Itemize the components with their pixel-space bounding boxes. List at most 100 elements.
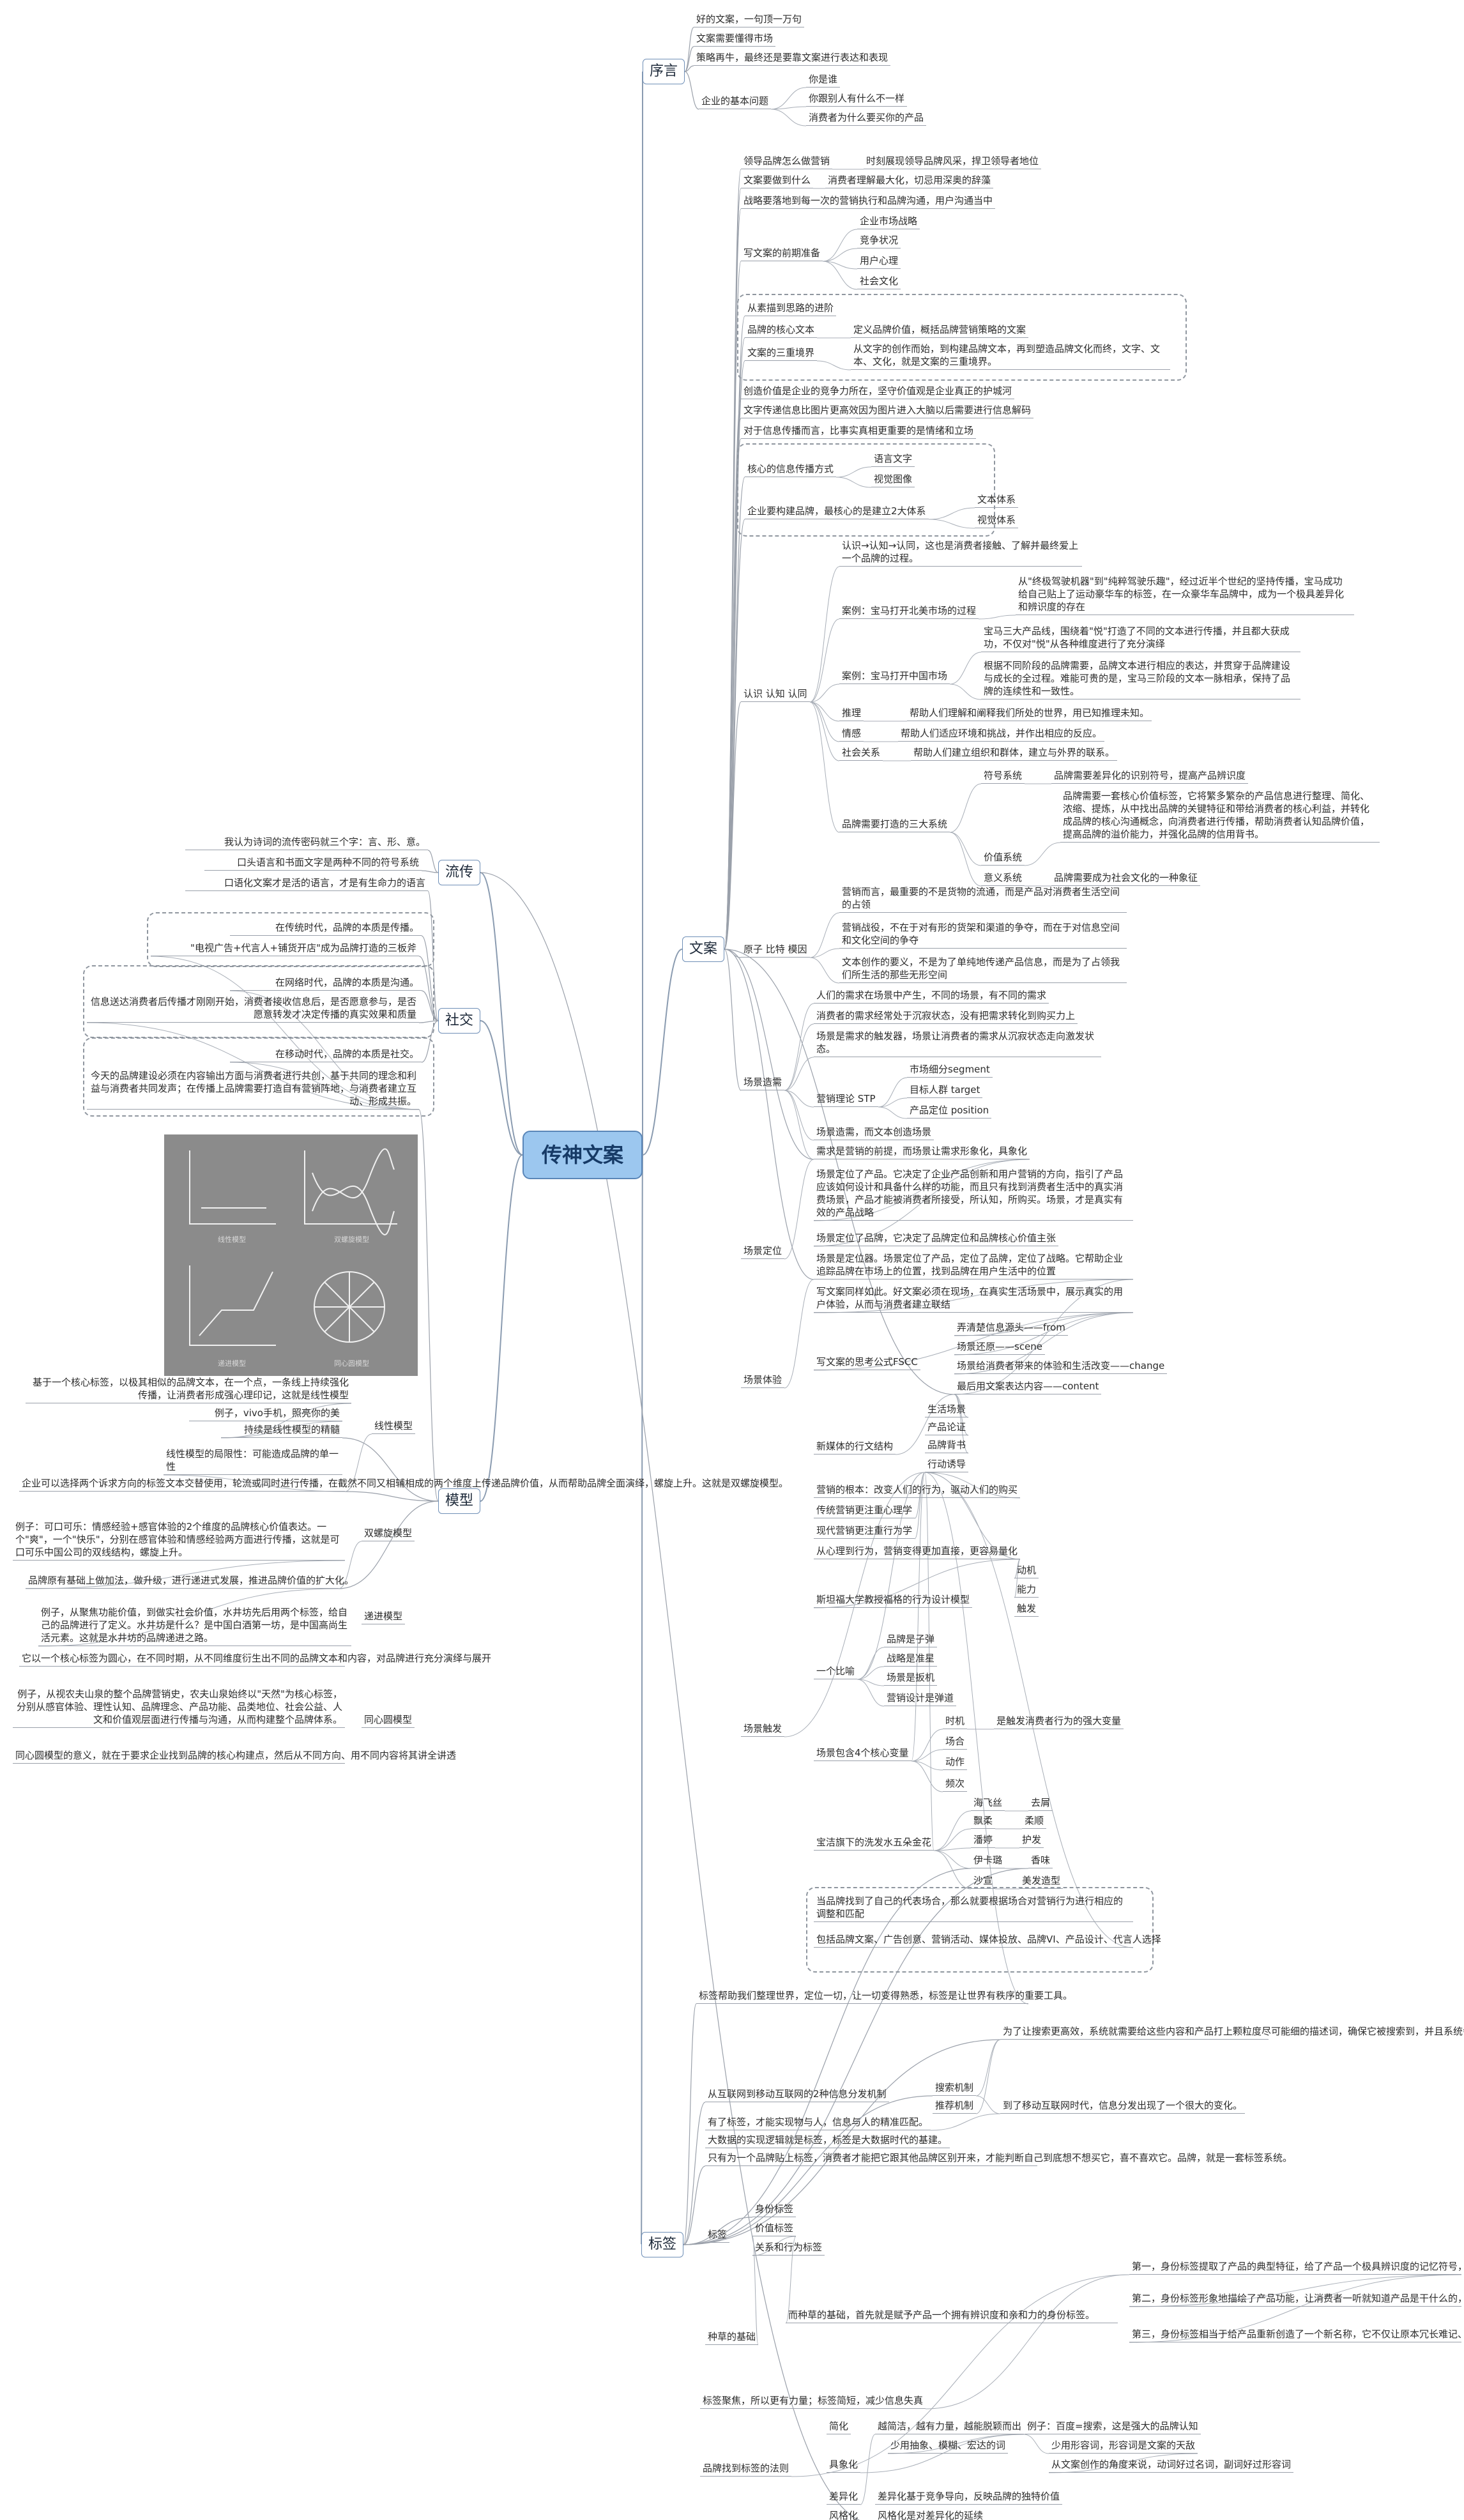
copy-three-realms-node[interactable]: 文案的三重境界	[745, 345, 818, 361]
map-node: 场景定位了产品。它决定了企业产品创新和用户营销的方向，指引了产品应该如何设计和具…	[814, 1166, 1133, 1221]
connector-line	[784, 1279, 814, 1389]
map-node: 双螺旋模型	[362, 1525, 415, 1541]
scene-demand-node[interactable]: 场景造需	[741, 1074, 785, 1090]
map-node[interactable]: 文案要做到什么	[741, 172, 814, 188]
connector-line	[38, 1588, 339, 1647]
linear-model-node[interactable]: 今天的品牌建设必须在内容输出方面与消费者进行共创，基于共同的理念和利益与消费者共…	[87, 1068, 419, 1110]
branch-liuchuan[interactable]: 流传	[438, 860, 481, 885]
map-node[interactable]: 案例：宝马打开北美市场的过程	[839, 603, 979, 619]
tag-rules-node[interactable]: 身份标签	[752, 2201, 797, 2217]
connector-line	[344, 1433, 372, 1492]
connector-line	[954, 1312, 1134, 1336]
map-node[interactable]: 场景触发	[741, 1721, 785, 1737]
map-node: 到了移动互联网时代，信息分发出现了一个很大的变化。	[1000, 2098, 1246, 2114]
map-node[interactable]: 品牌是子弹	[884, 1631, 938, 1647]
map-node: 线性模型	[372, 1418, 416, 1434]
connector-line	[421, 990, 439, 1021]
connector-line	[924, 1472, 1029, 2005]
map-node[interactable]: 案例：宝马打开中国市场	[839, 668, 950, 684]
brand-core-text-node[interactable]: 品牌的核心文本	[745, 322, 818, 338]
map-node: 价值系统	[981, 850, 1025, 866]
scene-experience-node[interactable]: 场景是定位器。场景定位了产品，定位了品牌，定位了战略。它帮助企业追踪品牌在市场上…	[814, 1251, 1133, 1279]
connector-line	[925, 2274, 1130, 2409]
scene-positioning-node[interactable]: 需求是营销的前提，而场景让需求形象化，具象化	[814, 1143, 1030, 1159]
dashed-group-frame	[806, 1887, 1154, 1973]
map-node: 简化	[827, 2418, 851, 2434]
branch-shejiao[interactable]: 社交	[438, 1008, 481, 1034]
brand-two-systems-node[interactable]: 企业要构建品牌，最核心的是建立2大体系	[745, 503, 929, 519]
map-node[interactable]: 品牌需要打造的三大系统	[839, 816, 950, 832]
map-node[interactable]: 斯坦福大学教授福格的行为设计模型	[814, 1592, 973, 1608]
double-helix-model-node[interactable]: 持续是线性模型的精髓	[221, 1422, 342, 1438]
connector-line	[835, 466, 872, 478]
connector-line	[822, 248, 858, 262]
map-node: 人们的需求在场景中产生，不同的场景，有不同的需求	[814, 988, 1049, 1004]
connector-line	[724, 949, 955, 1395]
connector-line	[784, 1003, 814, 1091]
connector-line	[683, 2102, 706, 2245]
connector-line	[163, 1474, 346, 1492]
connector-line	[683, 2039, 1001, 2245]
map-node: 时机	[943, 1713, 968, 1729]
recognition-chain-node[interactable]: 认识 认知 认同	[741, 686, 810, 702]
connector-line	[813, 1279, 1134, 1313]
branch-xuyan[interactable]: 序言	[643, 59, 685, 84]
connector-line	[724, 949, 742, 1091]
map-node: 能力	[1014, 1582, 1039, 1598]
connector-line	[933, 1810, 972, 1851]
connector-line	[427, 850, 439, 873]
enterprise-question-node[interactable]: 企业的基本问题	[699, 93, 772, 109]
map-node: 视觉体系	[975, 512, 1019, 528]
map-node[interactable]: 场景是需求的触发器，场景让消费者的需求从沉寂状态走向激发状态。	[814, 1028, 1101, 1057]
branch-biaoqian[interactable]: 标签	[641, 2232, 684, 2257]
seeding-base-node[interactable]: 推荐机制	[933, 2098, 977, 2114]
map-node: 消费者理解最大化，切忌用深奥的辞藻	[825, 172, 994, 188]
progressive-model-node[interactable]: 企业可以选择两个诉求方向的标签文本交替使用，轮流或同时进行传播，在截然不同又相辅…	[19, 1476, 788, 1492]
copy-prep-node[interactable]: 写文案的前期准备	[741, 245, 823, 261]
map-node: 创造价值是企业的竞争力所在，坚守价值观是企业真正的护城河	[741, 383, 1015, 399]
map-node[interactable]: 它以一个核心标签为圆心，在不同时期，从不同维度衍生出不同的品牌文本和内容，对品牌…	[19, 1651, 491, 1667]
map-node[interactable]: 第三，身份标签相当于给产品重新创造了一个新名称，它不仅让原本冗长难记、充斥着专业…	[1129, 2326, 1464, 2342]
scene-trigger-node[interactable]: 最后用文案表达内容——content	[954, 1378, 1102, 1394]
connector-line	[978, 615, 1016, 620]
map-node[interactable]: 品牌找到标签的法则	[700, 2461, 792, 2477]
connector-line	[878, 1106, 908, 1119]
map-node: 语言文字	[871, 451, 915, 467]
connector-line	[860, 2434, 876, 2505]
map-node: 标签	[705, 2227, 730, 2243]
concentric-model-node[interactable]: 品牌原有基础上做加法，做升级，进行递进式发展，推进品牌价值的扩大化。	[26, 1573, 354, 1589]
root-topic[interactable]: 传神文案	[522, 1131, 643, 1179]
connector-line	[684, 71, 699, 110]
connector-line	[949, 832, 982, 887]
branch-moxing[interactable]: 模型	[438, 1488, 481, 1514]
map-node[interactable]: 第一，身份标签提取了产品的典型特征，给了产品一个极具辨识度的记忆符号，让产品变得…	[1129, 2259, 1464, 2275]
map-node: 搜索机制	[933, 2080, 977, 2096]
map-node: 频次	[943, 1776, 968, 1792]
atom-bit-meme-node[interactable]: 原子 比特 模因	[741, 942, 810, 958]
map-node: 场景包含4个核心变量	[814, 1745, 911, 1761]
connector-line	[809, 701, 840, 722]
connector-line	[684, 65, 694, 72]
map-node: 领导品牌怎么做营销	[741, 153, 833, 169]
map-node: 品牌背书	[925, 1437, 969, 1453]
connector-line	[809, 566, 840, 703]
connector-line	[933, 1828, 972, 1851]
map-node: 营销设计是弹道	[884, 1690, 957, 1706]
map-node: 在传统时代，品牌的本质是传播。	[230, 920, 422, 936]
tag-node-node[interactable]: 美发造型	[1019, 1873, 1064, 1889]
connector-line	[954, 1312, 1134, 1375]
connector-line	[1129, 2274, 1462, 2307]
connector-line	[822, 261, 858, 290]
connector-line	[924, 1472, 1021, 1499]
branch-wenan[interactable]: 文案	[682, 936, 725, 962]
map-node: 递进模型	[362, 1608, 406, 1624]
map-node[interactable]: 是触发消费者行为的强大变量	[994, 1713, 1124, 1729]
map-node: 场景是扳机	[884, 1670, 938, 1686]
map-node: 用户心理	[857, 253, 901, 269]
info-spread-mode-node[interactable]: 核心的信息传播方式	[745, 461, 837, 477]
map-node: 策略再牛，最终还是要靠文案进行表达和表现	[694, 50, 891, 66]
dashed-group-frame	[737, 294, 1187, 381]
map-node: 标签帮助我们整理世界，定位一切，让一切变得熟悉，标签是让世界有秩序的重要工具。	[696, 1988, 1072, 2004]
map-node: 基于一个核心标签，以极其相似的品牌文本，在一个点，一条线上持续强化传播，让消费者…	[26, 1375, 351, 1403]
map-node: 场景造需，而文本创造场景	[814, 1124, 934, 1140]
